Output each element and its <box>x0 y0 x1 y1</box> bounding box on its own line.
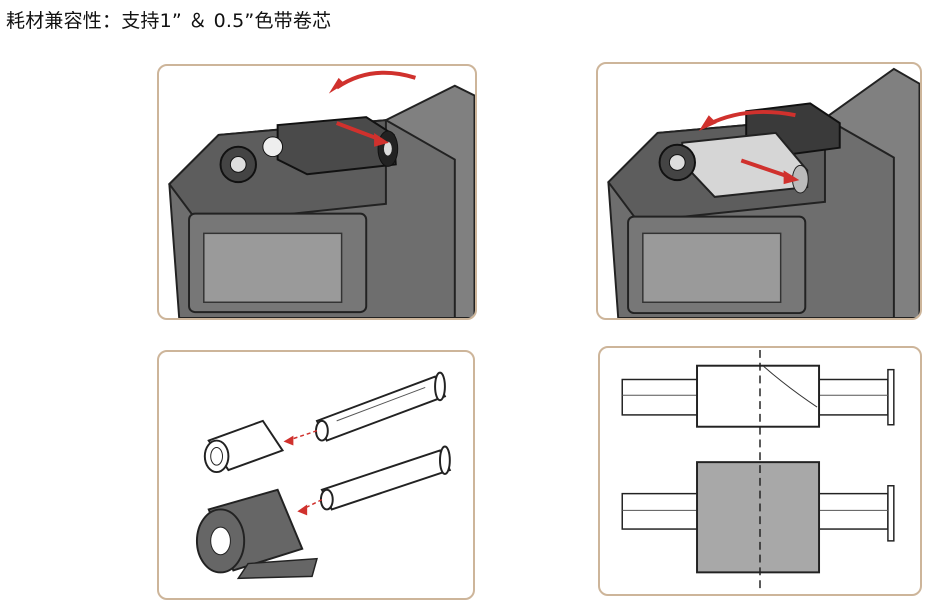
printer-dark-ribbon-illustration <box>168 70 475 318</box>
panel-printer-dark-ribbon <box>157 64 477 320</box>
dark-ribbon-roll <box>276 116 399 176</box>
large-ribbon-roll <box>195 488 318 580</box>
rotate-arrow-icon <box>335 70 417 90</box>
spindle-with-small-core <box>621 364 895 428</box>
small-core <box>696 364 821 428</box>
spindle-lower <box>319 445 452 511</box>
small-core <box>203 419 285 474</box>
insert-arrow-icon <box>335 121 382 142</box>
panel-printer-light-ribbon <box>596 62 922 320</box>
ribbon-roll <box>696 461 821 574</box>
spindle-with-ribbon-roll <box>621 461 895 574</box>
panel-core-size-comparison <box>598 346 922 596</box>
core-size-comparison-illustration <box>621 349 895 593</box>
compatibility-caption: 耗材兼容性：支持1” ＆ 0.5”色带卷芯 <box>6 10 332 32</box>
spindle-upper <box>315 371 447 442</box>
insert-arrow-icon <box>740 158 792 180</box>
printer-light-ribbon-illustration <box>607 67 920 318</box>
panel-core-loading <box>157 350 475 600</box>
core-loading-illustration <box>195 371 452 580</box>
